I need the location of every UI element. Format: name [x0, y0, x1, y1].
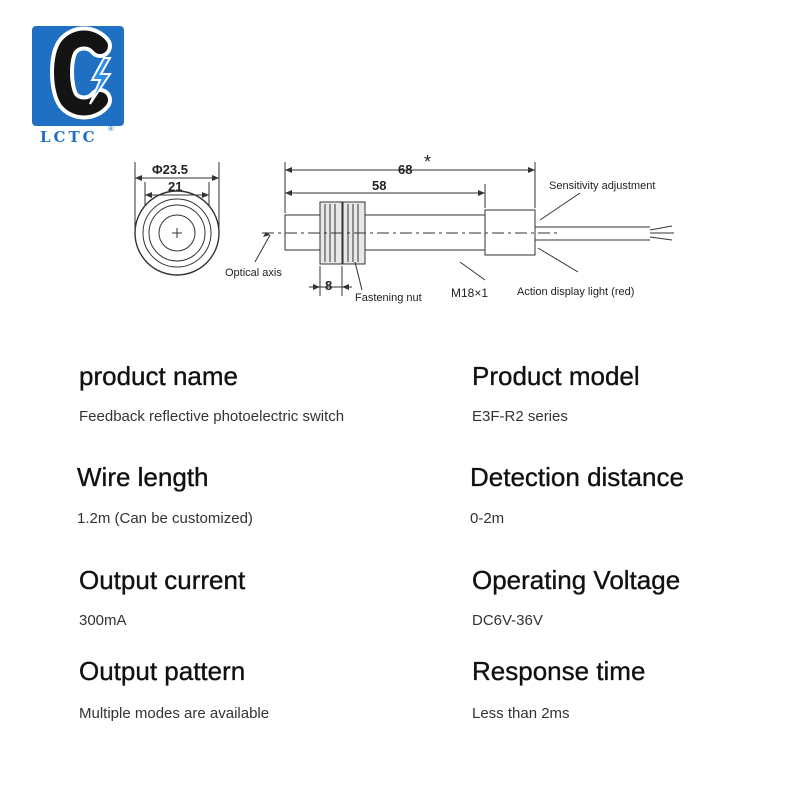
spec-title-product-name: product name	[79, 361, 238, 391]
label-sensitivity: Sensitivity adjustment	[549, 180, 655, 192]
dim-inner-diameter: 21	[168, 179, 182, 194]
spec-value-response-time: Less than 2ms	[472, 705, 570, 722]
spec-title-output-current: Output current	[79, 565, 246, 595]
spec-value-operating-voltage: DC6V-36V	[472, 612, 543, 629]
label-fastening-nut: Fastening nut	[355, 292, 422, 304]
spec-title-detection-distance: Detection distance	[470, 462, 684, 492]
spec-title-operating-voltage: Operating Voltage	[472, 565, 681, 595]
spec-title-response-time: Response time	[472, 656, 646, 686]
spec-title-output-pattern: Output pattern	[79, 656, 246, 686]
logo-wordmark: LCTC	[40, 128, 98, 146]
dim-total-length: 68	[398, 162, 412, 177]
label-thread: M18×1	[451, 286, 488, 300]
spec-value-product-name: Feedback reflective photoelectric switch	[79, 408, 345, 425]
spec-value-output-pattern: Multiple modes are available	[79, 705, 270, 722]
spec-title-wire-length: Wire length	[77, 462, 209, 492]
label-display-light: Action display light (red)	[517, 286, 634, 298]
spec-value-wire-length: 1.2m (Can be customized)	[77, 510, 253, 527]
spec-title-product-model: Product model	[472, 361, 640, 391]
lctc-logo	[32, 26, 124, 126]
registered-mark: ®	[108, 124, 114, 133]
dim-outer-diameter: Φ23.5	[152, 162, 188, 177]
dimension-drawing: Φ23.5 21 68 * 58 8 Sensitivity adjustmen…	[134, 152, 674, 304]
dim-nut-length: 8	[325, 278, 332, 293]
dim-total-mark: *	[424, 152, 431, 172]
label-optical-axis: Optical axis	[225, 267, 282, 279]
spec-value-detection-distance: 0-2m	[470, 510, 505, 527]
spec-value-output-current: 300mA	[79, 612, 127, 629]
dim-body-length: 58	[372, 178, 386, 193]
spec-value-product-model: E3F-R2 series	[472, 408, 568, 425]
